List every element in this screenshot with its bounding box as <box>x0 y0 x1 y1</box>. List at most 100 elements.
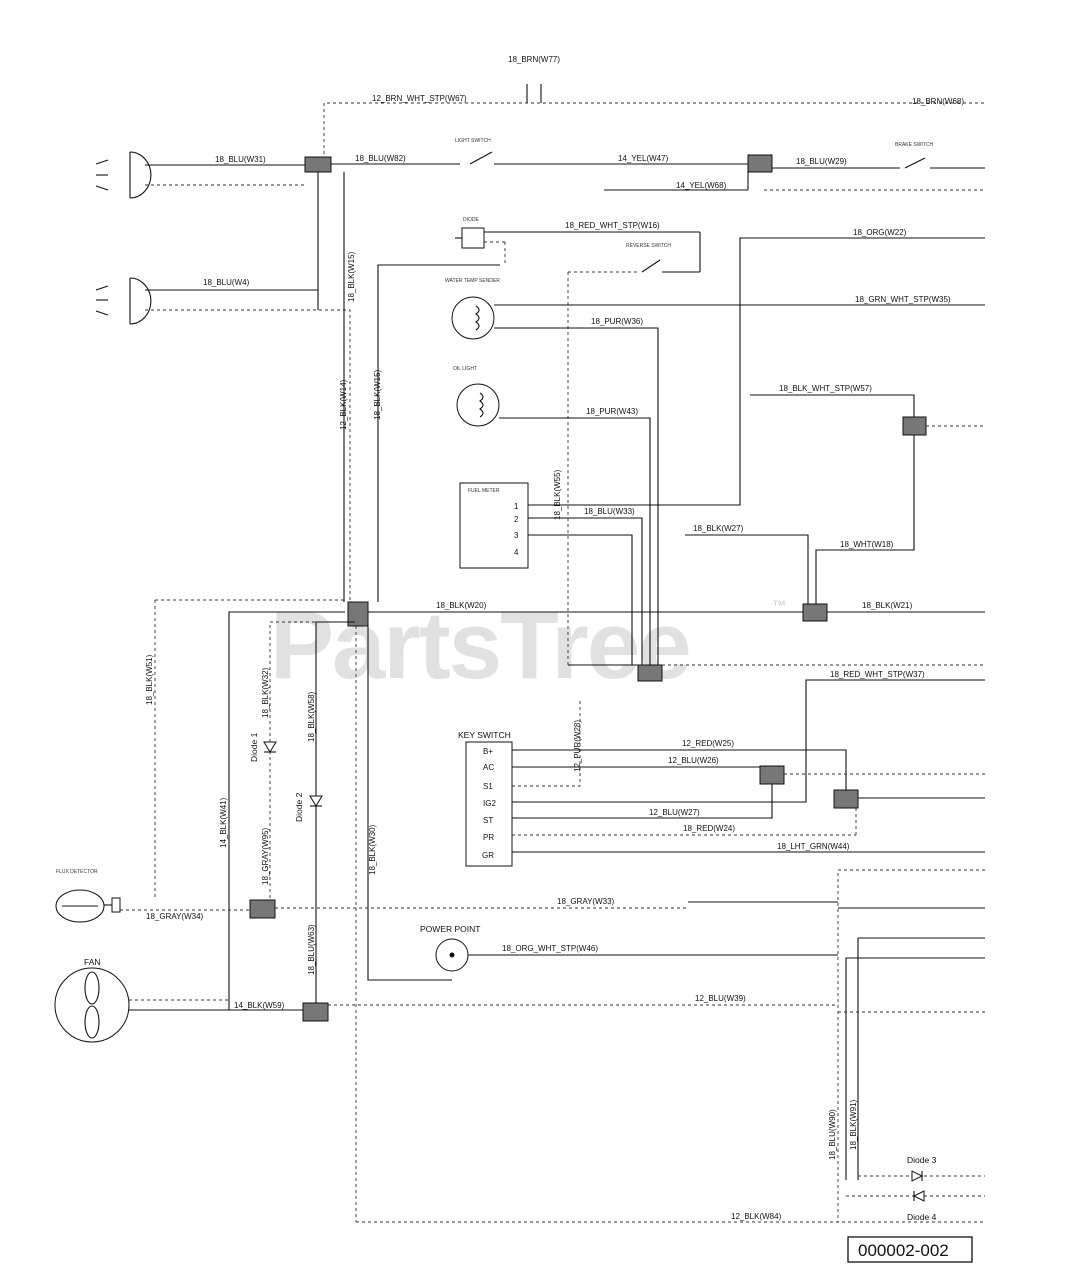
label-diode-4: Diode 4 <box>907 1212 937 1222</box>
wire-label-w58: 18_BLK(W58) <box>307 691 316 742</box>
power-point-contact <box>449 952 455 958</box>
headlight-1-ray-a <box>95 159 109 165</box>
key-switch <box>465 741 513 867</box>
connector-w95 <box>249 899 276 919</box>
wire-label-w15b: 18_BLK(W15) <box>373 369 382 420</box>
wire-label-w14: 12_BLK(W14) <box>339 379 348 430</box>
label-flux-meter: FLUX DETECTOR <box>56 869 98 875</box>
wire-w33 <box>528 517 643 665</box>
wire-w22 <box>528 237 985 506</box>
headlight-2-lamp <box>129 277 152 325</box>
wire-w41 <box>228 611 345 1010</box>
wire-label-w18: 18_WHT(W18) <box>840 540 894 549</box>
wire-w36 <box>494 327 659 665</box>
wire-label-w90: 18_BLU(W90) <box>828 1109 837 1160</box>
wire-label-w16: 18_RED_WHT_STP(W16) <box>565 221 660 230</box>
wire-w37 <box>512 679 985 803</box>
wire-right-group-frame <box>837 869 985 1222</box>
connector-w21 <box>802 603 828 622</box>
label-power-point: POWER POINT <box>420 924 480 934</box>
wire-label-w27: 18_BLK(W27) <box>693 524 744 533</box>
water-temp-sender <box>451 296 495 340</box>
diode-1-symbol <box>263 741 277 753</box>
label-key-switch: KEY SWITCH <box>458 730 511 740</box>
diode-unit <box>461 227 485 249</box>
wire-label-w4: 18_BLU(W4) <box>203 278 250 287</box>
wire-label-w26: 12_BLU(W26) <box>668 756 719 765</box>
connector-w26 <box>759 765 785 785</box>
wire-w4-ground <box>145 309 351 602</box>
wire-label-w59: 14_BLK(W59) <box>234 1001 285 1010</box>
wire-w90 <box>845 957 985 1180</box>
wire-label-w51: 18_BLK(W51) <box>145 654 154 705</box>
water-temp-sender-coil <box>475 305 480 331</box>
watermark-trademark: ™ <box>772 597 786 613</box>
brake-switch-contact <box>904 157 926 169</box>
label-fan: FAN <box>84 957 101 967</box>
fan-blade-top <box>84 971 100 1005</box>
wire-label-w20: 18_BLK(W20) <box>436 601 487 610</box>
wire-label-w36: 18_PUR(W36) <box>591 317 643 326</box>
wire-label-w30: 18_BLK(W30) <box>368 824 377 875</box>
wire-w57 <box>750 394 915 417</box>
connector-gauges <box>637 664 663 682</box>
wire-w27b <box>512 784 773 819</box>
key-pin-st: ST <box>483 816 493 825</box>
wire-label-w46: 18_ORG_WHT_STP(W46) <box>502 944 598 953</box>
wire-label-w24: 18_RED(W24) <box>683 824 735 833</box>
wire-label-w21: 18_BLK(W21) <box>862 601 913 610</box>
key-pin-pr: PR <box>483 833 494 842</box>
wire-label-w55: 18_BLK(W55) <box>553 469 562 520</box>
fuel-pin-2: 2 <box>514 515 519 524</box>
oil-lamp-coil <box>479 392 484 418</box>
headlight-1-lamp <box>129 151 152 199</box>
wire-label-w57: 18_BLK_WHT_STP(W57) <box>779 384 872 393</box>
wire-label-w22: 18_ORG(W22) <box>853 228 907 237</box>
wire-label-w68-top: 18_BRN(W68) <box>912 97 964 106</box>
wire-label-w63: 18_BLU(W63) <box>307 924 316 975</box>
key-pin-ig2: IG2 <box>483 799 496 808</box>
watermark: PartsTree <box>270 592 690 699</box>
label-diode-2: Diode 2 <box>294 792 304 822</box>
key-pin-b: B+ <box>483 747 493 756</box>
wire-w25 <box>512 749 847 790</box>
connector-light-switch <box>747 154 773 173</box>
flux-meter-plug <box>111 897 121 913</box>
connector-headlight <box>304 156 332 173</box>
label-reverse-switch: REVERSE SWITCH <box>626 243 671 249</box>
fan-blade-bottom <box>84 1005 100 1039</box>
fuel-pin-4: 4 <box>514 548 519 557</box>
headlight-1-ray-c <box>95 185 109 191</box>
oil-lamp <box>456 383 500 427</box>
wire-label-w33g: 18_GRAY(W33) <box>557 897 615 906</box>
label-water-temp-sender: WATER TEMP SENDER <box>445 278 500 284</box>
connector-w25 <box>833 789 859 809</box>
wire-label-w28: 12_PUR(W28) <box>573 720 582 772</box>
wire-label-w77: 18_BRN(W77) <box>508 55 560 64</box>
wire-label-w39: 12_BLU(W39) <box>695 994 746 1003</box>
wire-label-w41: 14_BLK(W41) <box>219 797 228 848</box>
diode-2-symbol <box>309 795 323 807</box>
headlight-2-ray-a <box>95 285 109 291</box>
wire-w28 <box>512 700 581 787</box>
wire-label-w29: 18_BLU(W29) <box>796 157 847 166</box>
connector-w57 <box>902 416 927 436</box>
drawing-number-box <box>847 1236 973 1263</box>
wire-label-w27b: 12_BLU(W27) <box>649 808 700 817</box>
connector-main-ground <box>347 601 369 627</box>
label-oil-lamp: OIL LIGHT <box>453 366 477 372</box>
wire-label-w82: 18_BLU(W82) <box>355 154 406 163</box>
label-light-switch: LIGHT SWITCH <box>455 138 491 144</box>
label-fuel-meter: FUEL METER <box>468 488 500 494</box>
wire-w91 <box>857 937 985 1180</box>
wire-label-w47: 14_YEL(W47) <box>618 154 669 163</box>
fuel-pin-3: 3 <box>514 531 519 540</box>
key-pin-gr: GR <box>482 851 494 860</box>
drawing-number: 000002-002 <box>858 1241 949 1260</box>
wire-w15-vertical <box>377 264 500 602</box>
label-brake-switch: BRAKE SWITCH <box>895 142 933 148</box>
diode-4-symbol <box>912 1190 925 1202</box>
wire-w18 <box>815 435 915 604</box>
wire-w67 <box>323 102 985 160</box>
